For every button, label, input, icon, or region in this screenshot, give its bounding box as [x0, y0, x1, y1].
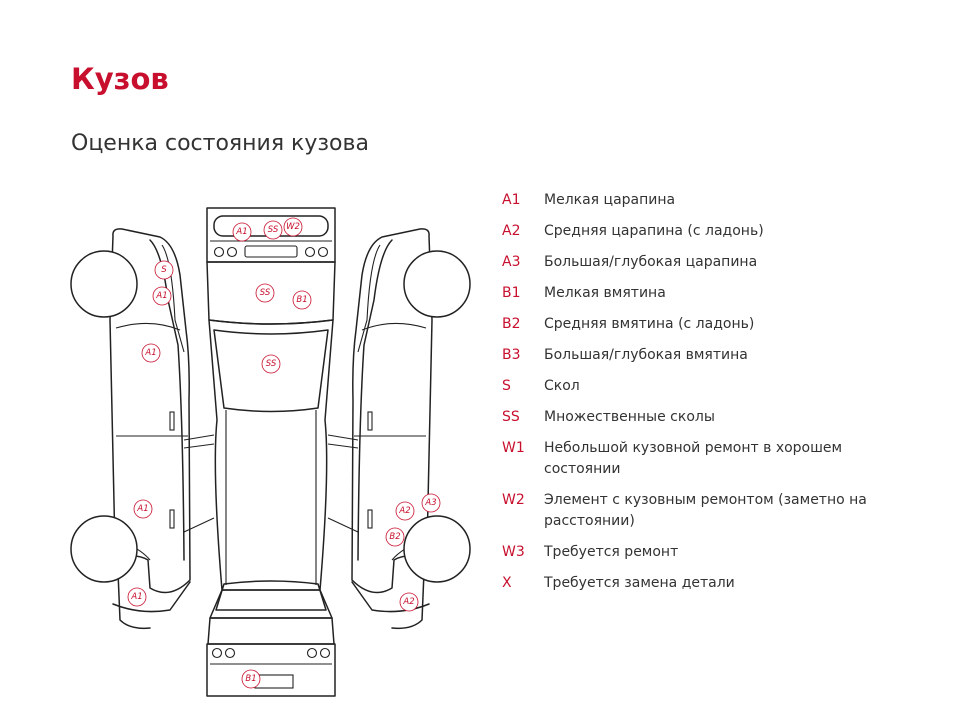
damage-marker-label: A3: [424, 498, 436, 508]
damage-marker-label: A1: [235, 227, 247, 237]
legend-item: S Скол: [502, 376, 922, 397]
damage-marker[interactable]: B1: [241, 669, 261, 689]
legend-description: Требуется замена детали: [544, 575, 735, 591]
damage-markers: A1 SS W2 S A1 SS B1 A1 SS A1 A1 A3 A2 B2…: [127, 217, 441, 689]
legend-code: B2: [502, 316, 521, 332]
legend-code: W2: [502, 492, 525, 508]
left-front-wheel: [70, 250, 138, 318]
legend-item: W1 Небольшой кузовной ремонт в хорошем со…: [502, 438, 922, 480]
legend-description: Небольшой кузовной ремонт в хорошем сост…: [544, 440, 843, 477]
damage-marker-label: B1: [296, 295, 307, 305]
damage-marker[interactable]: A1: [152, 286, 172, 306]
legend-description: Средняя царапина (с ладонь): [544, 223, 764, 239]
damage-marker[interactable]: W2: [283, 217, 303, 237]
legend-item: W3 Требуется ремонт: [502, 542, 922, 563]
damage-marker-label: A1: [144, 348, 156, 358]
legend-item: A3 Большая/глубокая царапина: [502, 252, 922, 273]
legend-item: B2 Средняя вмятина (с ладонь): [502, 314, 922, 335]
right-rear-wheel: [403, 515, 471, 583]
damage-marker[interactable]: B2: [385, 527, 405, 547]
legend-description: Большая/глубокая вмятина: [544, 347, 748, 363]
legend-description: Множественные сколы: [544, 409, 715, 425]
legend-code: W3: [502, 544, 525, 560]
legend-description: Большая/глубокая царапина: [544, 254, 758, 270]
legend-description: Требуется ремонт: [544, 544, 679, 560]
damage-marker-label: W2: [286, 222, 300, 232]
legend-description: Элемент с кузовным ремонтом (заметно на …: [544, 492, 867, 529]
damage-marker-label: A1: [136, 504, 148, 514]
legend-item: W2 Элемент с кузовным ремонтом (заметно н…: [502, 490, 922, 532]
legend-item: B3 Большая/глубокая вмятина: [502, 345, 922, 366]
legend-item: SS Множественные сколы: [502, 407, 922, 428]
legend-code: SS: [502, 409, 520, 425]
right-front-wheel: [403, 250, 471, 318]
legend-description: Скол: [544, 378, 580, 394]
damage-marker[interactable]: A2: [399, 592, 419, 612]
legend-item: B1 Мелкая вмятина: [502, 283, 922, 304]
damage-marker[interactable]: SS: [255, 283, 275, 303]
section-title: Оценка состояния кузова: [71, 131, 369, 156]
damage-marker[interactable]: A1: [133, 499, 153, 519]
damage-marker-label: A2: [398, 506, 410, 516]
damage-marker-label: SS: [260, 288, 271, 298]
damage-marker[interactable]: S: [154, 260, 174, 280]
page-title: Кузов: [71, 62, 169, 96]
damage-marker[interactable]: B1: [292, 290, 312, 310]
damage-marker-label: SS: [266, 359, 277, 369]
left-side-outline: [109, 228, 215, 630]
damage-marker-label: B2: [389, 532, 400, 542]
damage-marker-label: A1: [130, 592, 142, 602]
damage-marker-label: S: [161, 265, 167, 275]
legend-code: W1: [502, 440, 525, 456]
legend-code: S: [502, 378, 511, 394]
damage-marker-label: B1: [245, 674, 256, 684]
legend-description: Мелкая вмятина: [544, 285, 666, 301]
damage-marker[interactable]: A1: [127, 587, 147, 607]
legend-code: A3: [502, 254, 521, 270]
damage-marker-label: SS: [268, 225, 279, 235]
damage-marker[interactable]: A1: [141, 343, 161, 363]
legend-code: B1: [502, 285, 521, 301]
left-rear-wheel: [70, 515, 138, 583]
legend-code: X: [502, 575, 512, 591]
damage-marker-label: A1: [155, 291, 167, 301]
legend-item: X Требуется замена детали: [502, 573, 922, 594]
damage-marker[interactable]: SS: [263, 220, 283, 240]
legend-code: A2: [502, 223, 521, 239]
damage-marker[interactable]: A3: [421, 493, 441, 513]
legend-description: Мелкая царапина: [544, 192, 676, 208]
legend-code: B3: [502, 347, 521, 363]
legend-code: A1: [502, 192, 521, 208]
legend-description: Средняя вмятина (с ладонь): [544, 316, 755, 332]
legend-item: A1 Мелкая царапина: [502, 190, 922, 211]
legend-item: A2 Средняя царапина (с ладонь): [502, 221, 922, 242]
damage-marker[interactable]: SS: [261, 354, 281, 374]
rear-outline: [206, 617, 336, 697]
damage-marker[interactable]: A1: [232, 222, 252, 242]
right-side-outline: [327, 228, 433, 630]
damage-legend: A1 Мелкая царапина A2 Средняя царапина (с …: [502, 190, 922, 604]
damage-marker-label: A2: [402, 597, 414, 607]
damage-marker[interactable]: A2: [395, 501, 415, 521]
